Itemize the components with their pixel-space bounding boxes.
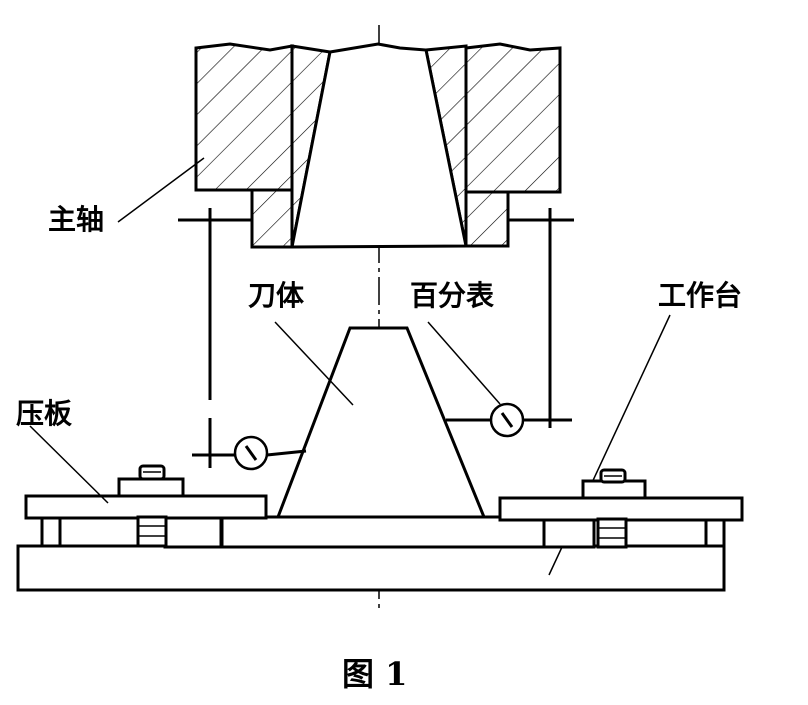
spindle-leader bbox=[117, 157, 205, 223]
dial-indicator-right bbox=[446, 402, 572, 438]
worktable bbox=[16, 544, 726, 592]
taper-bore bbox=[290, 42, 468, 249]
label-cutter-body: 刀体 bbox=[248, 279, 305, 312]
label-clamp-plate: 压板 bbox=[16, 397, 73, 430]
cutter-body-leader bbox=[274, 321, 354, 406]
label-spindle: 主轴 bbox=[48, 203, 105, 236]
label-worktable: 工作台 bbox=[658, 279, 743, 312]
cutter-base-plate bbox=[220, 515, 546, 549]
figure-caption: 图 1 bbox=[342, 655, 408, 693]
cutter-body bbox=[275, 326, 487, 519]
dial-indicator-left bbox=[192, 435, 307, 471]
spindle-right-block bbox=[464, 42, 562, 248]
clamp-left bbox=[24, 464, 268, 549]
label-dial-indicator: 百分表 bbox=[410, 279, 495, 312]
clamp-plate-leader bbox=[29, 425, 109, 504]
dial-indicator-leader bbox=[427, 321, 501, 405]
clamp-right bbox=[498, 468, 744, 549]
reference-lines bbox=[178, 208, 574, 468]
